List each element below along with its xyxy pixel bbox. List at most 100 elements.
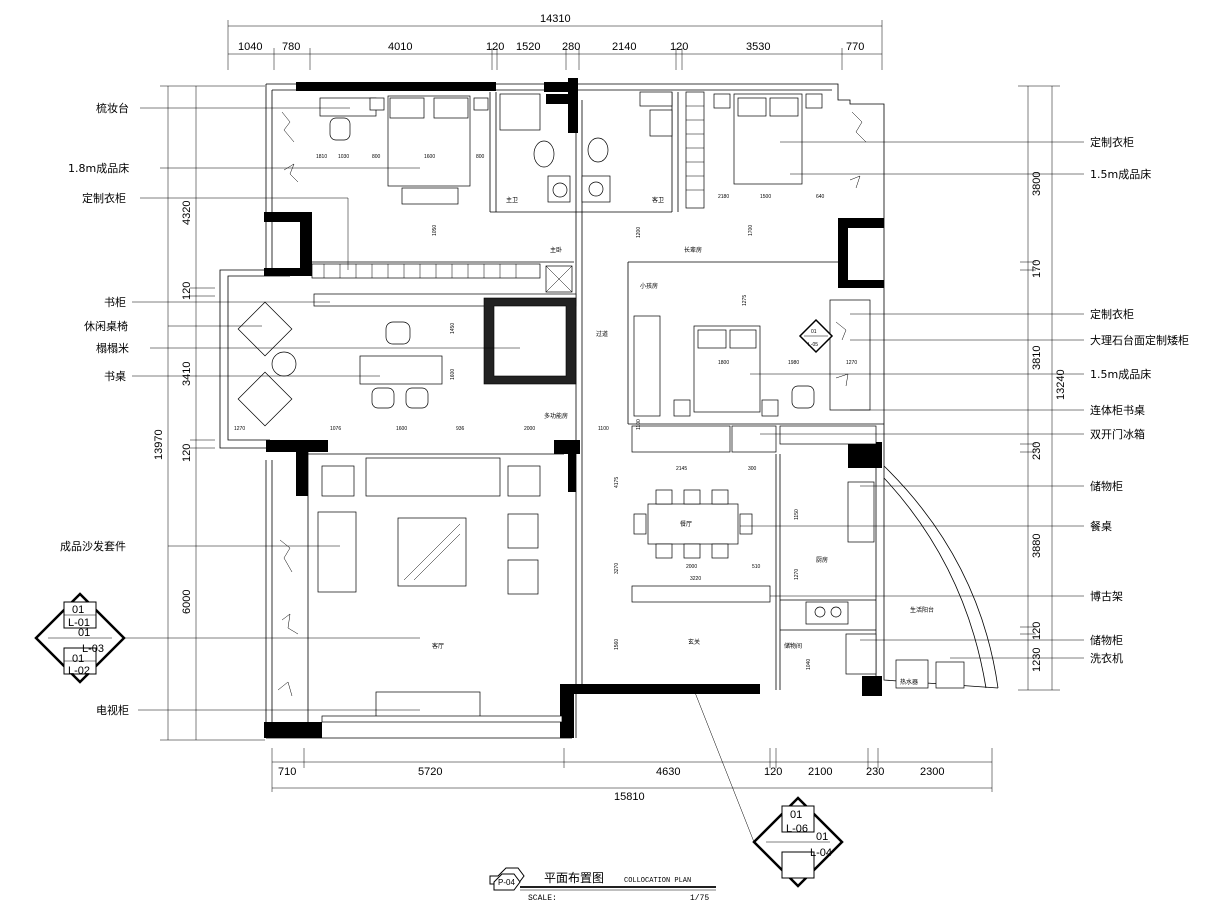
label-sofa-set: 成品沙发套件 — [60, 539, 126, 553]
svg-text:2180: 2180 — [718, 194, 729, 200]
label-kid-wardrobe: 定制衣柜 — [1090, 307, 1134, 321]
scale-label: SCALE: — [528, 894, 557, 903]
svg-text:1200: 1200 — [636, 227, 642, 238]
dim-top-1: 1040 — [238, 41, 262, 53]
room-elder-bed: 长辈房 — [684, 246, 702, 254]
callout-left: 01 L-01 01 L-03 01 L-02 — [34, 592, 420, 684]
display-shelf — [631, 585, 771, 603]
svg-text:2000: 2000 — [686, 564, 697, 570]
callout-left-ref1: 01 — [72, 604, 84, 616]
label-dressing-table: 梳妆台 — [96, 101, 129, 115]
dim-right-7: 1230 — [1031, 648, 1043, 672]
svg-text:1275: 1275 — [742, 295, 748, 306]
dim-top-4: 120 — [486, 41, 504, 53]
marble-cabinet — [829, 299, 871, 411]
svg-text:1150: 1150 — [794, 509, 800, 520]
dim-top-8: 120 — [670, 41, 688, 53]
dim-top-10: 770 — [846, 41, 864, 53]
marble-pattern — [277, 111, 867, 697]
room-dining: 餐厅 — [680, 520, 692, 528]
callout-left-sheet2: L-03 — [82, 643, 104, 655]
title-block: P-04 平面布置图 COLLOCATION PLAN SCALE: 1/75 — [489, 867, 716, 903]
room-study: 多功能房 — [544, 412, 568, 420]
dim-right-3: 3810 — [1031, 346, 1043, 370]
dim-bottom-5: 2100 — [808, 766, 832, 778]
dressing-table — [319, 97, 377, 117]
sofa — [365, 457, 501, 497]
svg-text:1050: 1050 — [432, 225, 438, 236]
study-desk — [359, 355, 443, 385]
scale-value: 1/75 — [690, 894, 709, 903]
dim-bottom-3: 4630 — [656, 766, 680, 778]
room-entry: 玄关 — [688, 638, 700, 646]
top-dimensions: 14310 1040 780 4010 120 1520 280 2140 12… — [227, 13, 883, 70]
svg-text:1100: 1100 — [636, 419, 642, 430]
dim-left-3: 3410 — [181, 362, 193, 386]
callout-left-ref2: 01 — [78, 627, 90, 639]
left-labels: 梳妆台 1.8m成品床 定制衣柜 书柜 休闲桌椅 榻榻米 书桌 成品沙发套件 电… — [60, 101, 520, 717]
svg-text:3220: 3220 — [690, 576, 701, 582]
elder-wardrobe — [685, 91, 705, 209]
label-marble-cabinet: 大理石台面定制矮柜 — [1090, 333, 1189, 347]
plan-title-en: COLLOCATION PLAN — [624, 877, 691, 885]
label-washer: 洗衣机 — [1090, 651, 1123, 665]
svg-text:640: 640 — [816, 194, 825, 200]
dim-left-1: 4320 — [181, 201, 193, 225]
label-bookcase: 书柜 — [104, 296, 126, 309]
svg-text:3270: 3270 — [614, 563, 620, 574]
svg-text:1700: 1700 — [748, 225, 754, 236]
dim-right-2: 170 — [1031, 260, 1043, 278]
dim-right-6: 120 — [1031, 622, 1043, 640]
dim-top-9: 3530 — [746, 41, 770, 53]
dim-top-6: 280 — [562, 41, 580, 53]
svg-text:1270: 1270 — [846, 360, 857, 366]
svg-text:1560: 1560 — [614, 639, 620, 650]
dim-bottom-4: 120 — [764, 766, 782, 778]
dim-bottom-total: 15810 — [614, 791, 645, 803]
svg-text:1270: 1270 — [794, 569, 800, 580]
callout-bottom-sheet1: L-06 — [786, 823, 808, 835]
svg-text:2145: 2145 — [676, 466, 687, 472]
dim-left-4: 120 — [181, 444, 193, 462]
dim-top-total: 14310 — [540, 13, 571, 25]
dining-table — [647, 503, 739, 545]
room-kid-bed: 小孩房 — [640, 282, 658, 290]
svg-text:1270: 1270 — [234, 426, 245, 432]
label-tv-cabinet: 电视柜 — [96, 703, 129, 717]
bottom-dimensions: 710 5720 4630 120 2100 230 2300 15810 — [271, 748, 993, 803]
callout-left-sheet1: L-01 — [68, 617, 90, 629]
walls — [219, 78, 999, 739]
dim-bottom-7: 2300 — [920, 766, 944, 778]
label-desk: 书桌 — [104, 370, 126, 383]
dim-bottom-1: 710 — [278, 766, 296, 778]
dim-top-7: 2140 — [612, 41, 636, 53]
room-corridor: 过道 — [596, 330, 608, 338]
svg-text:4175: 4175 — [614, 477, 620, 488]
svg-text:1030: 1030 — [338, 154, 349, 160]
furniture — [237, 91, 965, 723]
dim-top-2: 780 — [282, 41, 300, 53]
callout-bottom-ref1: 01 — [790, 809, 802, 821]
svg-text:1800: 1800 — [718, 360, 729, 366]
svg-text:1076: 1076 — [330, 426, 341, 432]
svg-text:300: 300 — [748, 466, 757, 472]
callout-left-sheet3: L-02 — [68, 665, 90, 677]
label-storage-2: 储物柜 — [1090, 633, 1123, 647]
dim-left-5: 6000 — [181, 590, 193, 614]
svg-text:800: 800 — [372, 154, 381, 160]
label-kid-bed: 1.5m成品床 — [1090, 367, 1151, 381]
svg-text:1600: 1600 — [396, 426, 407, 432]
svg-text:1980: 1980 — [788, 360, 799, 366]
label-dining-table: 餐桌 — [1090, 519, 1112, 533]
right-labels: 定制衣柜 1.5m成品床 定制衣柜 大理石台面定制矮柜 1.5m成品床 连体柜书… — [740, 135, 1189, 665]
dim-left-total: 13970 — [153, 429, 165, 460]
dim-right-1: 3800 — [1031, 172, 1043, 196]
room-living: 客厅 — [432, 642, 444, 650]
label-leisure-chairs: 休闲桌椅 — [84, 319, 128, 333]
svg-text:1600: 1600 — [424, 154, 435, 160]
svg-text:800: 800 — [476, 154, 485, 160]
kid-wardrobe — [633, 315, 661, 417]
dim-top-3: 4010 — [388, 41, 412, 53]
inner-dimensions: 1810 1030 800 1600 800 1050 1200 1100 12… — [234, 154, 857, 670]
